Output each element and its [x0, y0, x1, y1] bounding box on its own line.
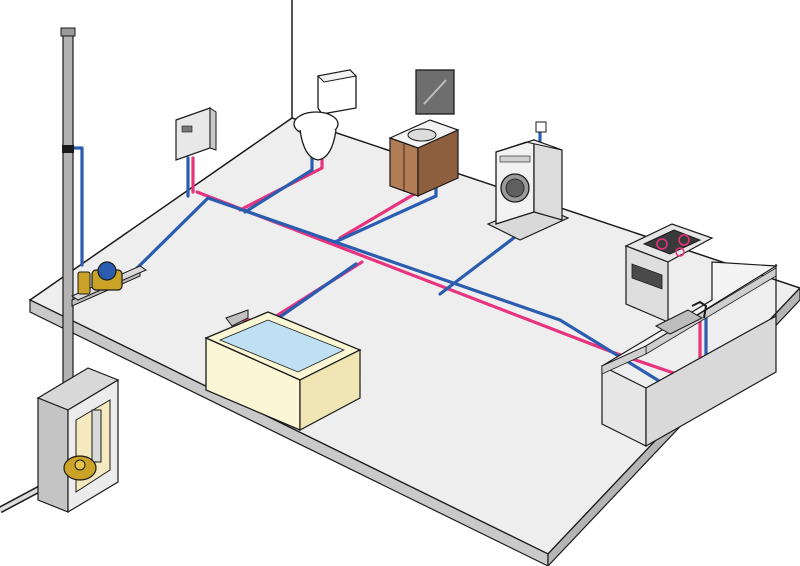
outdoor-supply	[0, 27, 120, 514]
toilet-base	[299, 129, 337, 161]
counter-top-edge-front	[601, 345, 647, 375]
meter-dial	[97, 261, 117, 281]
kitchen-sink	[654, 309, 704, 335]
oven-door	[631, 263, 663, 290]
kitchen-counter-icon	[601, 223, 778, 448]
washer-top	[495, 139, 563, 153]
water-meter-icon	[70, 261, 148, 307]
washbasin-icon	[388, 69, 460, 197]
burner-3	[675, 247, 685, 257]
tub-side	[299, 349, 361, 431]
mirror-shine	[423, 79, 447, 105]
vent-pipe	[62, 29, 74, 399]
vent-pipe-cap	[60, 27, 76, 37]
heater-front	[175, 107, 211, 161]
washer-side	[533, 139, 563, 221]
washer-door-glass	[505, 178, 525, 198]
tub-water	[218, 319, 346, 373]
tub-faucet	[225, 309, 249, 327]
toilet-icon	[293, 69, 358, 161]
heater-display	[181, 125, 193, 133]
kitchen-faucet	[691, 300, 708, 319]
meter-box-riser	[91, 409, 102, 463]
vanity-sink	[407, 128, 437, 142]
toilet-lid-top	[316, 69, 358, 83]
burner-1	[656, 238, 668, 250]
walls	[291, 0, 293, 118]
bathtub-icon	[204, 309, 362, 431]
meter-valve	[77, 271, 91, 295]
meter-box-icon	[36, 367, 120, 514]
water-heater-icon	[175, 107, 217, 161]
vanity-side	[417, 129, 459, 197]
washer-outlet	[535, 121, 547, 133]
heater-side	[209, 107, 217, 151]
counter-side	[645, 264, 777, 448]
washing-machine-icon	[486, 121, 570, 241]
washer-panel	[499, 155, 531, 163]
floor-front-left	[29, 299, 549, 566]
pipe-clamp	[62, 145, 74, 153]
meter-box-front	[37, 397, 69, 513]
burner-2	[678, 234, 690, 246]
meter-box-valve-knob	[74, 459, 86, 471]
